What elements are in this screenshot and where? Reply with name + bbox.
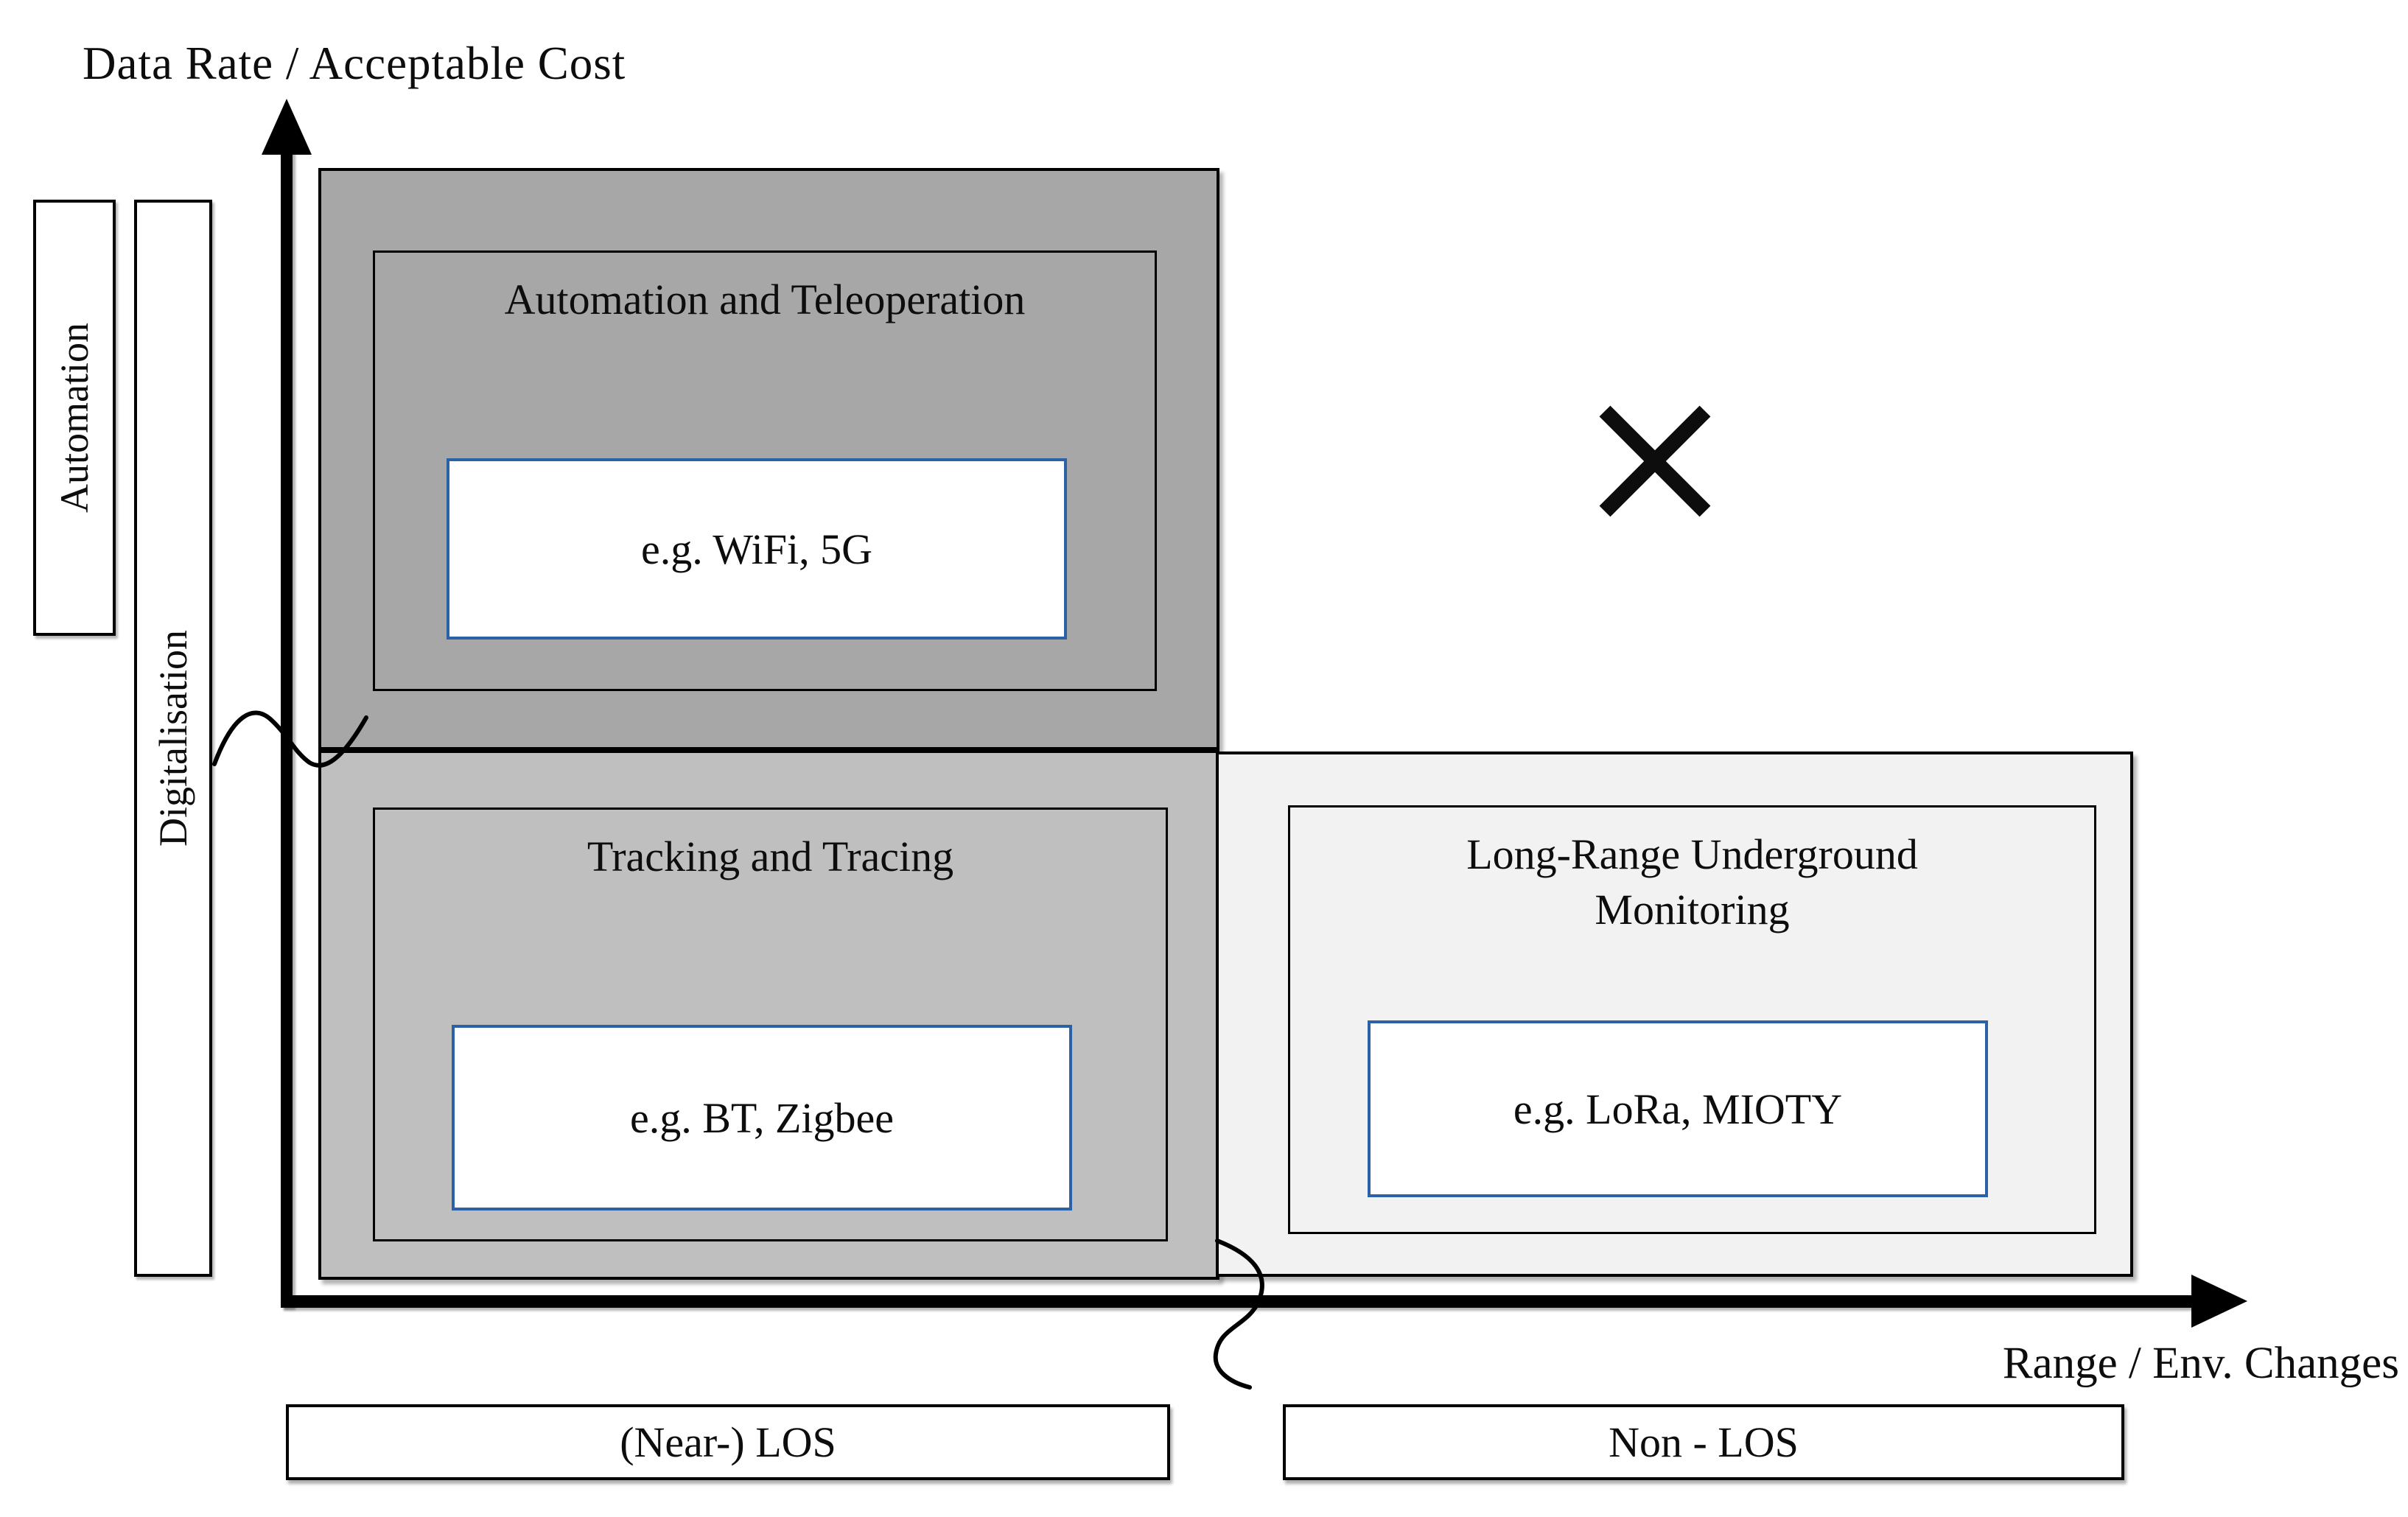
example-box-bt-zigbee: e.g. BT, Zigbee: [452, 1025, 1072, 1211]
x-axis-arrowhead-icon: [2191, 1275, 2247, 1328]
x-mark-icon: [1593, 399, 1717, 523]
inner-box-long-range-underground: Long-Range Underground Monitoring: [1288, 805, 2096, 1234]
example-label-wifi-5g: e.g. WiFi, 5G: [641, 525, 872, 573]
example-label-bt-zigbee: e.g. BT, Zigbee: [629, 1093, 895, 1142]
example-label-lora-mioty: e.g. LoRa, MIOTY: [1513, 1085, 1843, 1133]
inner-box-automation-teleoperation: Automation and Teleoperation: [373, 251, 1157, 691]
near-los-label: (Near-) LOS: [620, 1418, 836, 1466]
inner-box-title-automation-teleoperation: Automation and Teleoperation: [504, 276, 1026, 323]
sidebar-box-automation: Automation: [33, 200, 116, 636]
non-los-box: Non - LOS: [1283, 1404, 2124, 1480]
y-axis-line: [281, 144, 293, 1307]
non-los-label: Non - LOS: [1609, 1418, 1799, 1466]
sidebar-label-automation: Automation: [52, 323, 97, 513]
example-box-lora-mioty: e.g. LoRa, MIOTY: [1368, 1020, 1988, 1197]
inner-box-title-long-range-underground: Long-Range Underground Monitoring: [1466, 830, 1918, 934]
sidebar-label-digitalisation: Digitalisation: [151, 630, 195, 847]
sidebar-box-digitalisation: Digitalisation: [134, 200, 212, 1277]
inner-box-title-tracking-tracing: Tracking and Tracing: [587, 833, 954, 880]
break-squiggle-bottom-icon: [1195, 1230, 1282, 1398]
near-los-box: (Near-) LOS: [286, 1404, 1170, 1480]
break-squiggle-left-icon: [203, 696, 377, 774]
y-axis-title: Data Rate / Acceptable Cost: [83, 38, 626, 89]
inner-box-tracking-tracing: Tracking and Tracing: [373, 807, 1168, 1241]
x-axis-label: Range / Env. Changes: [2002, 1339, 2399, 1388]
example-box-wifi-5g: e.g. WiFi, 5G: [447, 458, 1067, 640]
x-axis-line: [281, 1295, 2197, 1308]
